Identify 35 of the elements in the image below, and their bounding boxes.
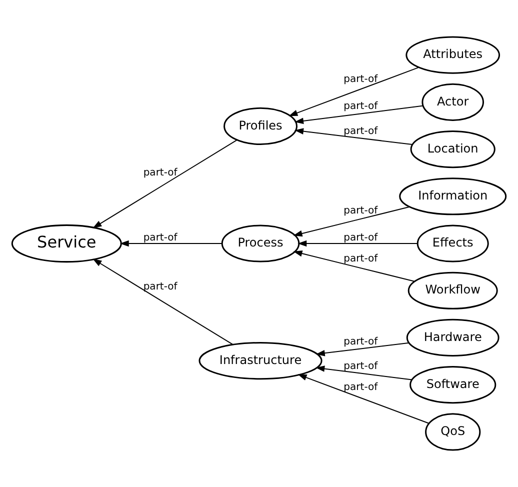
edge-label: part-of [344, 205, 378, 216]
edge-label: part-of [344, 382, 378, 393]
edge-label: part-of [143, 167, 178, 178]
node-ellipse: Workflow [408, 272, 498, 310]
edge-label: part-of [344, 101, 378, 112]
node-ellipse: Attributes [406, 36, 500, 74]
node-ellipse: Effects [416, 224, 489, 262]
node-ellipse: Location [410, 130, 496, 168]
arrow [294, 105, 424, 124]
node-ellipse: Information [399, 178, 507, 216]
arrow [92, 140, 238, 228]
node-ellipse: Service [11, 224, 122, 263]
arrow [298, 240, 418, 247]
node-ellipse: Actor [422, 83, 484, 121]
edge-label: part-of [344, 232, 378, 244]
arrow [316, 366, 412, 380]
edge-label: part-of [344, 254, 378, 265]
arrow [120, 240, 223, 247]
arrow [316, 342, 410, 356]
edge-label: part-of [143, 282, 178, 293]
node-ellipse: QoS [425, 413, 481, 451]
node-ellipse: Hardware [406, 318, 500, 357]
edge-label: part-of [344, 336, 378, 348]
edge-label: part-of [143, 232, 178, 244]
arrow [92, 258, 234, 346]
arrow [293, 250, 416, 282]
edge-label: part-of [344, 74, 378, 86]
edge-label: part-of [344, 126, 378, 138]
arrow [293, 206, 410, 237]
arrow [288, 66, 420, 116]
node-ellipse: Software [410, 366, 496, 404]
arrow [294, 128, 413, 145]
node-ellipse: Process [221, 224, 300, 262]
arrow [298, 374, 430, 424]
edge-label: part-of [344, 360, 378, 372]
